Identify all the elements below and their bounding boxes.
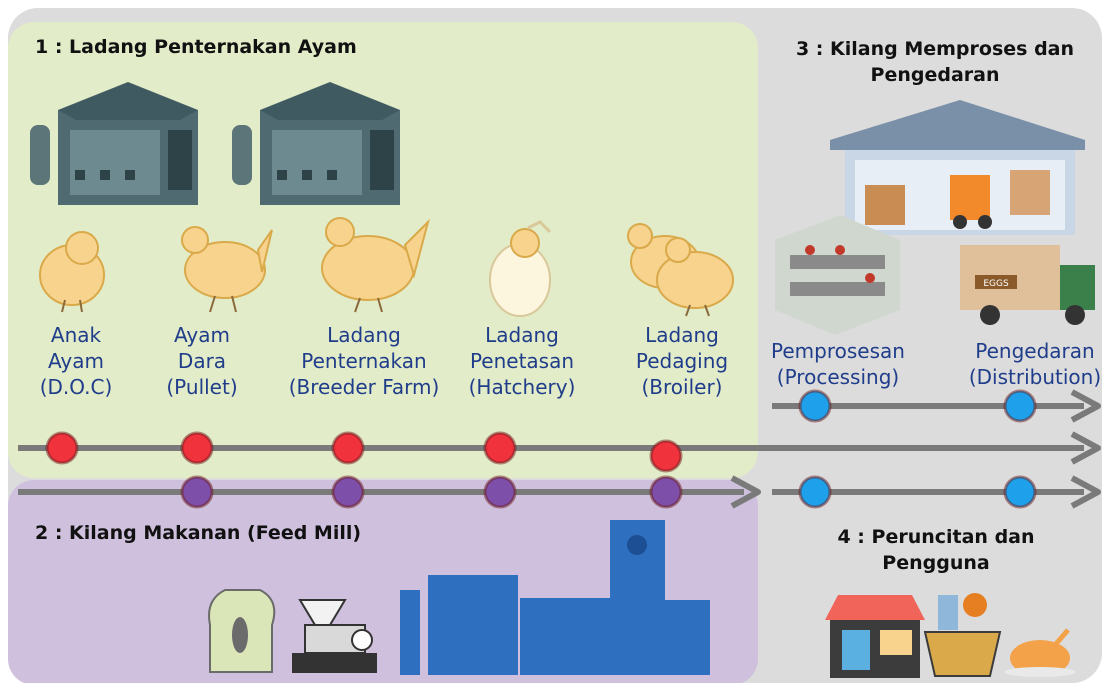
stage-label-line: Penternakan xyxy=(301,349,427,373)
delivery-truck-icon: EGGS xyxy=(960,245,1095,325)
feed-sack-icon xyxy=(208,589,276,673)
hen-icon xyxy=(321,217,430,313)
stage-label-line: Anak xyxy=(50,323,102,347)
stage-label-line: (Distribution) xyxy=(968,365,1102,389)
warehouse-icon xyxy=(830,100,1085,235)
stage-label-line: Ladang xyxy=(645,323,719,347)
roast-chicken-icon xyxy=(1004,628,1076,677)
farm-stage-node xyxy=(45,431,79,465)
broiler-chickens-icon xyxy=(627,223,734,317)
stage-label-line: (D.O.C) xyxy=(39,375,113,399)
truck-eggs-label: EGGS xyxy=(983,279,1009,289)
retail-title-line2: Pengguna xyxy=(882,552,990,574)
stage-label-line: Pemprosesan xyxy=(771,339,905,363)
feed-stage-node xyxy=(180,475,214,509)
stage-label-line: (Broiler) xyxy=(641,375,723,399)
stage-label-broiler: Ladang Pedaging (Broiler) xyxy=(636,322,728,400)
farm-stage-node xyxy=(180,431,214,465)
stage-label-line: Ladang xyxy=(485,323,559,347)
stage-label-line: Ayam xyxy=(48,349,104,373)
pullet-icon xyxy=(181,226,273,313)
grocery-basket-icon xyxy=(923,593,1002,677)
feed-stage-node xyxy=(331,475,365,509)
stage-label-processing: Pemprosesan (Processing) xyxy=(771,338,905,390)
retail-title-line1: 4 : Peruncitan dan xyxy=(837,526,1035,548)
processing-line-icon xyxy=(775,215,900,335)
feed-stage-node xyxy=(483,475,517,509)
feed-mill-building-icon xyxy=(400,520,710,675)
retail-flow-arrowhead xyxy=(1070,475,1101,509)
processing-stage-node xyxy=(1003,389,1037,423)
processing-title-line1: 3 : Kilang Memproses dan xyxy=(795,38,1075,60)
stage-label-breeder-farm: Ladang Penternakan (Breeder Farm) xyxy=(289,322,440,400)
hatching-egg-icon xyxy=(489,220,552,317)
retail-stage-node xyxy=(1003,475,1037,509)
processing-title-line2: Pengedaran xyxy=(870,64,1000,86)
farm-stage-node xyxy=(331,431,365,465)
stage-label-line: (Breeder Farm) xyxy=(288,375,440,399)
retail-section-title: 4 : Peruncitan dan Pengguna xyxy=(776,524,1096,576)
processing-flow-arrowhead xyxy=(1070,389,1101,423)
stage-label-line: (Hatchery) xyxy=(468,375,576,399)
retail-stage-node xyxy=(798,475,832,509)
stage-label-hatchery: Ladang Penetasan (Hatchery) xyxy=(469,322,576,400)
feed-stage-node xyxy=(649,475,683,509)
processing-stage-node xyxy=(798,389,832,423)
stage-label-distribution: Pengedaran (Distribution) xyxy=(969,338,1101,390)
processing-section-title: 3 : Kilang Memproses dan Pengedaran xyxy=(770,36,1100,88)
feed-grinder-icon xyxy=(292,599,377,673)
barn-icon xyxy=(232,82,400,205)
main-flow-arrowhead xyxy=(1070,431,1101,465)
stage-label-doc: Anak Ayam (D.O.C) xyxy=(40,322,113,400)
stage-label-line: Pedaging xyxy=(635,349,729,373)
stage-label-line: Ayam xyxy=(174,323,230,347)
stage-label-line: (Pullet) xyxy=(166,375,238,399)
shop-icon xyxy=(825,595,925,678)
farm-stage-node xyxy=(649,439,683,473)
farm-stage-node xyxy=(483,431,517,465)
stage-label-pullet: Ayam Dara (Pullet) xyxy=(166,322,237,400)
stage-label-line: Ladang xyxy=(327,323,401,347)
chick-icon xyxy=(39,231,105,313)
farm-section-title: 1 : Ladang Penternakan Ayam xyxy=(35,36,357,58)
stage-label-line: Dara xyxy=(177,349,227,373)
stage-label-line: Penetasan xyxy=(469,349,575,373)
stage-label-line: Pengedaran xyxy=(975,339,1095,363)
stage-label-line: (Processing) xyxy=(776,365,900,389)
feed-mill-section-title: 2 : Kilang Makanan (Feed Mill) xyxy=(35,522,362,544)
barn-icon xyxy=(30,82,198,205)
feed-flow-arrowhead xyxy=(730,475,761,509)
